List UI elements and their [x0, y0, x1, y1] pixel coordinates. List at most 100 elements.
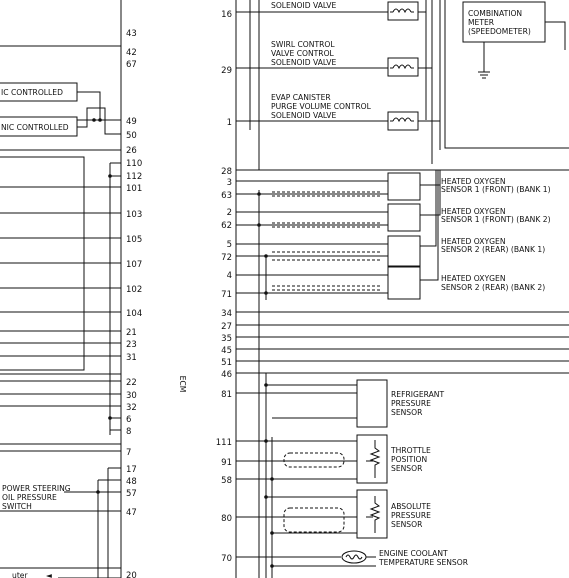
refrigerant-line-2: PRESSURE: [391, 399, 431, 408]
pin-71: 71: [221, 290, 232, 300]
coil-icon: [390, 117, 414, 123]
absolute-line-3: SENSOR: [391, 520, 423, 529]
pin-42: 42: [126, 48, 137, 58]
pin-63: 63: [221, 191, 232, 201]
pin-45: 45: [221, 346, 232, 356]
throttle-line-3: SENSOR: [391, 464, 423, 473]
pin-112: 112: [126, 172, 142, 182]
pin-3: 3: [227, 178, 232, 188]
left-wires: [0, 45, 121, 578]
pin-62: 62: [221, 221, 232, 231]
coolant-line-1: ENGINE COOLANT: [379, 549, 448, 558]
throttle-line-1: THROTTLE: [390, 446, 431, 455]
ho2-sensor-2-box: [387, 203, 421, 232]
pin-81: 81: [221, 390, 232, 400]
pin-5: 5: [227, 240, 232, 250]
combination-meter: COMBINATION METER (SPEEDOMETER): [444, 0, 569, 149]
solenoid-top-label: SOLENOID VALVE: [271, 1, 336, 10]
pin-2: 2: [227, 208, 232, 218]
meter-label-3: (SPEEDOMETER): [468, 27, 531, 36]
pin-22: 22: [126, 378, 137, 388]
pin-101: 101: [126, 184, 142, 194]
pin-67: 67: [126, 60, 137, 70]
refrigerant-sensor: REFRIGERANT PRESSURE SENSOR: [236, 379, 444, 428]
evap-label-1: EVAP CANISTER: [271, 93, 331, 102]
pin-48: 48: [126, 477, 137, 487]
pin-7: 7: [126, 448, 131, 458]
absolute-pressure-sensor: ABSOLUTE PRESSURE SENSOR: [236, 489, 431, 539]
pin-49: 49: [126, 117, 137, 127]
refrigerant-line-1: REFRIGERANT: [391, 390, 444, 399]
ho2-sensor-1-box: [387, 172, 421, 201]
pin-107: 107: [126, 260, 142, 270]
pin-58: 58: [221, 476, 232, 486]
power-steering-line-3: SWITCH: [2, 502, 32, 511]
pin-110: 110: [126, 159, 142, 169]
pin-26: 26: [126, 146, 137, 156]
arrow-left-icon: ◄: [46, 571, 52, 578]
absolute-box: [356, 489, 388, 539]
ho2-4-line-2: SENSOR 2 (REAR) (BANK 2): [441, 283, 545, 292]
pin-23: 23: [126, 340, 137, 350]
pin-111: 111: [216, 438, 232, 448]
ho2-1-line-1: HEATED OXYGEN: [441, 177, 506, 186]
ho2-4-line-1: HEATED OXYGEN: [441, 274, 506, 283]
pin-6: 6: [126, 415, 131, 425]
swirl-label-1: SWIRL CONTROL: [271, 40, 335, 49]
pin-31: 31: [126, 353, 137, 363]
evap-label-2: PURGE VOLUME CONTROL: [271, 102, 372, 111]
pin-80: 80: [221, 514, 232, 524]
absolute-line-1: ABSOLUTE: [391, 502, 431, 511]
meter-label-2: METER: [468, 18, 495, 27]
bottom-left-label: uter: [12, 571, 28, 578]
pin-47: 47: [126, 508, 137, 518]
right-pins: 16 29 1 28 3 63 2 62 5 72 4 71 34 27 35 …: [216, 10, 232, 564]
left-pins: 43 42 67 49 50 26 110 112 101 103 105 10…: [126, 29, 142, 578]
nic-controlled-label: NIC CONTROLLED: [1, 123, 69, 132]
evap-label-3: SOLENOID VALVE: [271, 111, 336, 120]
pin-21: 21: [126, 328, 137, 338]
pin-29: 29: [221, 66, 232, 76]
pin-1: 1: [227, 118, 232, 128]
pin-104: 104: [126, 309, 142, 319]
ho2-3-line-1: HEATED OXYGEN: [441, 237, 506, 246]
throttle-sensor: THROTTLE POSITION SENSOR: [236, 434, 431, 484]
pin-35: 35: [221, 334, 232, 344]
right-long-wires: [236, 311, 569, 374]
ic-controlled-label: IC CONTROLLED: [1, 88, 63, 97]
pin-4: 4: [227, 271, 232, 281]
power-steering-line-2: OIL PRESSURE: [2, 493, 57, 502]
throttle-line-2: POSITION: [391, 455, 427, 464]
pin-34: 34: [221, 309, 232, 319]
pin-105: 105: [126, 235, 142, 245]
heated-oxygen-sensors: HEATED OXYGEN SENSOR 1 (FRONT) (BANK 1) …: [236, 169, 569, 300]
throttle-box: [356, 434, 388, 484]
meter-inner-box: [462, 1, 546, 43]
power-steering-line-1: POWER STEERING: [2, 484, 71, 493]
solenoid-1-box: [387, 1, 419, 21]
pin-30: 30: [126, 391, 137, 401]
pin-102: 102: [126, 285, 142, 295]
pin-32: 32: [126, 403, 137, 413]
pin-50: 50: [126, 131, 137, 141]
pin-16: 16: [221, 10, 232, 20]
coolant-sensor: ENGINE COOLANT TEMPERATURE SENSOR: [236, 549, 469, 568]
pin-8: 8: [126, 427, 131, 437]
coolant-line-2: TEMPERATURE SENSOR: [378, 558, 469, 567]
ho2-sensor-4-box: [387, 266, 421, 300]
resistor-icon: [369, 496, 381, 533]
right-bus-wires: [249, 0, 441, 578]
pin-17: 17: [126, 465, 137, 475]
pin-103: 103: [126, 210, 142, 220]
absolute-line-2: PRESSURE: [391, 511, 431, 520]
ho2-2-line-1: HEATED OXYGEN: [441, 207, 506, 216]
ho2-1-line-2: SENSOR 1 (FRONT) (BANK 1): [441, 185, 551, 194]
ho2-2-line-2: SENSOR 1 (FRONT) (BANK 2): [441, 215, 551, 224]
refrigerant-box: [356, 379, 388, 428]
pin-51: 51: [221, 358, 232, 368]
ho2-3-line-2: SENSOR 2 (REAR) (BANK 1): [441, 245, 545, 254]
swirl-label-3: SOLENOID VALVE: [271, 58, 336, 67]
pin-72: 72: [221, 253, 232, 263]
pin-43: 43: [126, 29, 137, 39]
swirl-label-2: VALVE CONTROL: [271, 49, 335, 58]
